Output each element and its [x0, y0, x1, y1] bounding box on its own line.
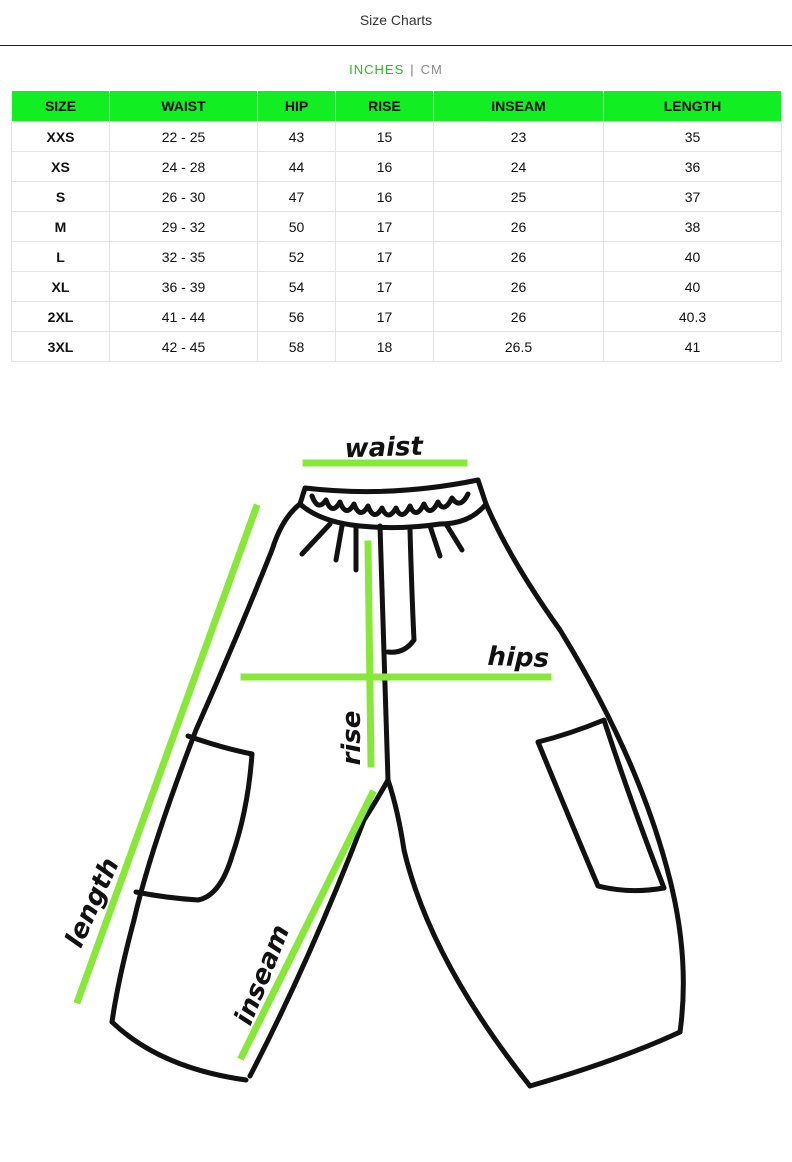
inseam-measure-line — [237, 789, 377, 1061]
table-row: L 32 - 35 52 17 26 40 — [11, 241, 782, 272]
pants-gather — [333, 523, 345, 563]
unit-separator: | — [410, 62, 415, 77]
size-cell: XXS — [11, 121, 110, 152]
size-cell: L — [11, 241, 110, 272]
pants-left-inner-edge — [247, 777, 391, 1079]
pants-left-hem — [109, 1019, 249, 1083]
rise-cell: 16 — [335, 181, 434, 212]
length-cell: 36 — [603, 151, 782, 182]
rise-cell: 17 — [335, 271, 434, 302]
waist-cell: 41 - 44 — [109, 301, 258, 332]
pants-right-inner-edge — [385, 777, 533, 1089]
column-header-length: LENGTH — [603, 90, 782, 122]
inseam-label: inseam — [229, 921, 296, 1030]
table-row: S 26 - 30 47 16 25 37 — [11, 181, 782, 212]
waist-cell: 32 - 35 — [109, 241, 258, 272]
rise-cell: 17 — [335, 241, 434, 272]
rise-cell: 15 — [335, 121, 434, 152]
rise-label: rise — [337, 711, 367, 766]
waist-cell: 36 - 39 — [109, 271, 258, 302]
hips-label: hips — [487, 642, 550, 674]
waist-cell: 26 - 30 — [109, 181, 258, 212]
table-row: XL 36 - 39 54 17 26 40 — [11, 271, 782, 302]
pants-waistband-elastic — [309, 491, 471, 518]
length-cell: 35 — [603, 121, 782, 152]
column-header-rise: RISE — [335, 90, 434, 122]
size-cell: S — [11, 181, 110, 212]
length-cell: 40 — [603, 271, 782, 302]
waist-cell: 29 - 32 — [109, 211, 258, 242]
table-row: 2XL 41 - 44 56 17 26 40.3 — [11, 301, 782, 332]
hip-cell: 50 — [257, 211, 336, 242]
table-row: XXS 22 - 25 43 15 23 35 — [11, 121, 782, 152]
unit-toggle: INCHES | CM — [0, 62, 792, 77]
size-cell: 2XL — [11, 301, 110, 332]
pants-right-outer-edge — [483, 501, 686, 1035]
inseam-cell: 23 — [433, 121, 604, 152]
column-header-size: SIZE — [11, 90, 110, 122]
rise-cell: 16 — [335, 151, 434, 182]
size-chart-table: SIZE WAIST HIP RISE INSEAM LENGTH XXS 22… — [11, 90, 782, 362]
pants-left-pocket — [133, 733, 255, 903]
rise-cell: 18 — [335, 331, 434, 362]
pants-left-outer-edge — [109, 501, 303, 1025]
size-cell: M — [11, 211, 110, 242]
hip-cell: 44 — [257, 151, 336, 182]
length-cell: 40.3 — [603, 301, 782, 332]
hip-cell: 56 — [257, 301, 336, 332]
table-row: 3XL 42 - 45 58 18 26.5 41 — [11, 331, 782, 362]
column-header-hip: HIP — [257, 90, 336, 122]
rise-cell: 17 — [335, 301, 434, 332]
column-header-inseam: INSEAM — [433, 90, 604, 122]
size-cell: XL — [11, 271, 110, 302]
hip-cell: 52 — [257, 241, 336, 272]
waist-label: waist — [344, 432, 425, 465]
length-cell: 37 — [603, 181, 782, 212]
rise-cell: 17 — [335, 211, 434, 242]
inseam-cell: 26 — [433, 211, 604, 242]
table-header-row: SIZE WAIST HIP RISE INSEAM LENGTH — [11, 90, 782, 122]
pants-right-pocket — [535, 717, 667, 894]
hip-cell: 43 — [257, 121, 336, 152]
table-row: XS 24 - 28 44 16 24 36 — [11, 151, 782, 182]
inseam-cell: 26.5 — [433, 331, 604, 362]
hip-cell: 58 — [257, 331, 336, 362]
size-cell: XS — [11, 151, 110, 182]
unit-inches-tab[interactable]: INCHES — [349, 62, 405, 77]
pants-fly — [385, 527, 417, 655]
inseam-cell: 26 — [433, 301, 604, 332]
inseam-cell: 25 — [433, 181, 604, 212]
pants-gather — [427, 523, 443, 559]
pants-measurement-diagram: waist hips rise length inseam — [60, 432, 686, 1089]
rise-measure-line — [364, 540, 375, 768]
length-cell: 38 — [603, 211, 782, 242]
waist-cell: 24 - 28 — [109, 151, 258, 182]
inseam-cell: 24 — [433, 151, 604, 182]
hip-cell: 54 — [257, 271, 336, 302]
size-cell: 3XL — [11, 331, 110, 362]
length-cell: 40 — [603, 241, 782, 272]
hip-cell: 47 — [257, 181, 336, 212]
waist-cell: 22 - 25 — [109, 121, 258, 152]
length-cell: 41 — [603, 331, 782, 362]
pants-gather — [443, 521, 465, 553]
inseam-cell: 26 — [433, 241, 604, 272]
unit-cm-tab[interactable]: CM — [420, 62, 443, 77]
length-measure-line — [73, 503, 261, 1005]
pants-gather — [299, 521, 333, 557]
page-header: Size Charts — [0, 0, 792, 46]
pants-right-hem — [527, 1029, 683, 1089]
table-row: M 29 - 32 50 17 26 38 — [11, 211, 782, 242]
column-header-waist: WAIST — [109, 90, 258, 122]
page-title: Size Charts — [359, 12, 433, 28]
pants-center-seam — [377, 523, 391, 783]
waist-cell: 42 - 45 — [109, 331, 258, 362]
inseam-cell: 26 — [433, 271, 604, 302]
